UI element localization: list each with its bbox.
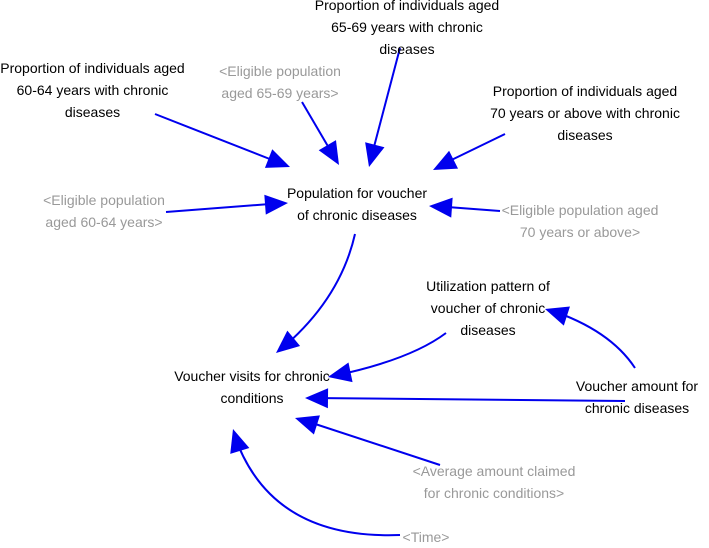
node-line: Voucher visits for chronic [174, 368, 330, 384]
link-line [279, 233, 356, 351]
link-prop-70-to-population [433, 133, 506, 170]
link-amount-to-visits [305, 388, 626, 409]
arrowhead-icon [545, 306, 570, 326]
node-line: Voucher amount for [575, 378, 699, 394]
arrowhead-icon [429, 197, 453, 218]
node-line: diseases [460, 322, 516, 338]
link-amount-to-utilization [545, 306, 636, 369]
node-eligible-population-70-above[interactable]: <Eligible population aged 70 years or ab… [497, 199, 663, 243]
node-line: 70 years or above> [519, 224, 641, 240]
link-elig-65-69-to-population [301, 101, 339, 165]
node-line: of chronic diseases [297, 207, 417, 223]
node-utilization-pattern[interactable]: Utilization pattern of voucher of chroni… [410, 275, 566, 341]
node-line: Utilization pattern of [426, 278, 550, 294]
link-population-to-visits [276, 233, 356, 353]
node-line: voucher of chronic [430, 300, 546, 316]
node-line: chronic diseases [584, 400, 690, 416]
node-line: <Eligible population [43, 192, 165, 208]
node-line: <Average amount claimed [412, 463, 576, 479]
node-line: conditions [220, 390, 284, 406]
link-elig-70-to-population [429, 197, 501, 218]
node-time[interactable]: <Time> [398, 526, 454, 548]
link-time-to-visits [230, 429, 401, 537]
link-line [154, 113, 286, 166]
arrowhead-icon [305, 388, 329, 409]
link-line [369, 47, 401, 163]
node-population-for-voucher[interactable]: Population for voucher of chronic diseas… [282, 182, 432, 226]
arrowhead-icon [264, 149, 290, 168]
link-line [233, 433, 401, 537]
node-line: diseases [379, 41, 435, 57]
node-voucher-visits[interactable]: Voucher visits for chronic conditions [168, 365, 336, 409]
node-line: Proportion of individuals aged [314, 0, 500, 13]
link-utilization-to-visits [328, 332, 447, 383]
node-average-amount-claimed[interactable]: <Average amount claimed for chronic cond… [407, 460, 581, 504]
node-line: aged 65-69 years> [221, 85, 339, 101]
arrowhead-icon [295, 415, 320, 435]
link-line [310, 397, 626, 402]
arrowhead-icon [433, 150, 459, 170]
node-line: Population for voucher [286, 185, 428, 201]
node-line: <Eligible population [219, 63, 341, 79]
node-line: aged 60-64 years> [45, 214, 163, 230]
arrowhead-icon [365, 142, 385, 167]
arrowhead-icon [230, 429, 250, 454]
node-proportion-60-64[interactable]: Proportion of individuals aged 60-64 yea… [0, 57, 185, 123]
node-line: Proportion of individuals aged [492, 83, 678, 99]
link-avg-claimed-to-visits [295, 415, 441, 466]
arrowhead-icon [264, 194, 288, 215]
node-line: 70 years or above with chronic [490, 105, 680, 121]
node-line: diseases [64, 104, 121, 120]
link-line [165, 202, 284, 213]
node-line: <Eligible population aged [501, 202, 659, 218]
arrowhead-icon [276, 330, 301, 353]
link-line [299, 418, 441, 466]
node-proportion-70-above[interactable]: Proportion of individuals aged 70 years … [482, 80, 688, 146]
arrowhead-icon [328, 362, 353, 383]
node-line: diseases [557, 127, 613, 143]
link-prop-65-69-to-population [365, 47, 401, 167]
node-line: for chronic conditions> [423, 485, 565, 501]
node-voucher-amount[interactable]: Voucher amount for chronic diseases [568, 375, 706, 419]
node-eligible-population-65-69[interactable]: <Eligible population aged 65-69 years> [206, 60, 354, 104]
node-eligible-population-60-64[interactable]: <Eligible population aged 60-64 years> [31, 189, 177, 233]
arrowhead-icon [318, 140, 339, 165]
node-line: <Time> [402, 529, 450, 545]
node-proportion-65-69[interactable]: Proportion of individuals aged 65-69 yea… [310, 0, 504, 60]
node-line: 65-69 years with chronic [331, 19, 483, 35]
node-line: Proportion of individuals aged [0, 60, 185, 76]
link-prop-60-64-to-population [154, 113, 290, 168]
link-elig-60-64-to-population [165, 194, 288, 215]
node-line: 60-64 years with chronic [16, 82, 169, 98]
